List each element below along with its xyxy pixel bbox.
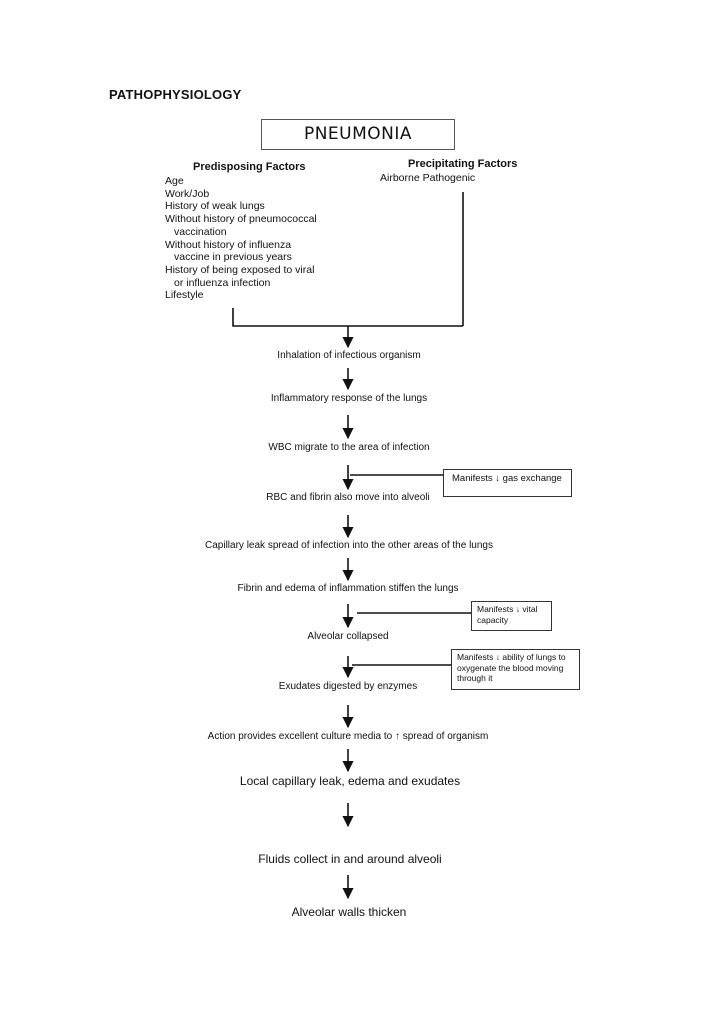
precipitating-factor-item: Airborne Pathogenic [380,172,476,184]
flow-step: Fibrin and edema of inflammation stiffen… [237,583,459,594]
flow-step: Exudates digested by enzymes [278,681,418,692]
page-heading: PATHOPHYSIOLOGY [109,87,242,102]
predisposing-factors-heading: Predisposing Factors [193,161,306,173]
factor-item: History of being exposed to viral [165,263,315,276]
factor-item: Lifestyle [165,289,204,302]
flow-step: Local capillary leak, edema and exudates [239,774,461,788]
flow-step: Inhalation of infectious organism [277,350,421,361]
factor-item: vaccine in previous years [174,251,292,264]
flow-step: Alveolar walls thicken [291,905,407,919]
factor-item: Work/Job [165,187,210,200]
precipitating-factors-heading: Precipitating Factors [408,158,518,170]
factor-item: Without history of influenza [165,238,292,251]
flow-step: WBC migrate to the area of infection [268,442,430,453]
predisposing-factors-list: Age Work/Job History of weak lungs Witho… [165,175,317,302]
flow-step: Alveolar collapsed [307,631,389,642]
manifestation-box: Manifests ↓ gas exchange [443,469,572,497]
factor-item: or influenza infection [174,276,271,289]
flow-step: RBC and fibrin also move into alveoli [266,492,430,503]
flow-step: Capillary leak spread of infection into … [205,540,493,551]
manifestation-box: Manifests ↓ vital capacity [471,601,552,631]
diagram-title-box: PNEUMONIA [261,119,455,150]
factor-item: Age [165,175,184,187]
flow-step: Action provides excellent culture media … [207,731,489,742]
flow-step: Inflammatory response of the lungs [270,393,428,404]
factor-item: Without history of pneumococcal [165,213,317,226]
factor-item: History of weak lungs [165,200,265,213]
predisposing-connector [232,308,463,327]
manifestation-box: Manifests ↓ ability of lungs to oxygenat… [451,649,580,690]
flow-step: Fluids collect in and around alveoli [258,852,442,866]
factor-item: vaccination [174,225,227,238]
